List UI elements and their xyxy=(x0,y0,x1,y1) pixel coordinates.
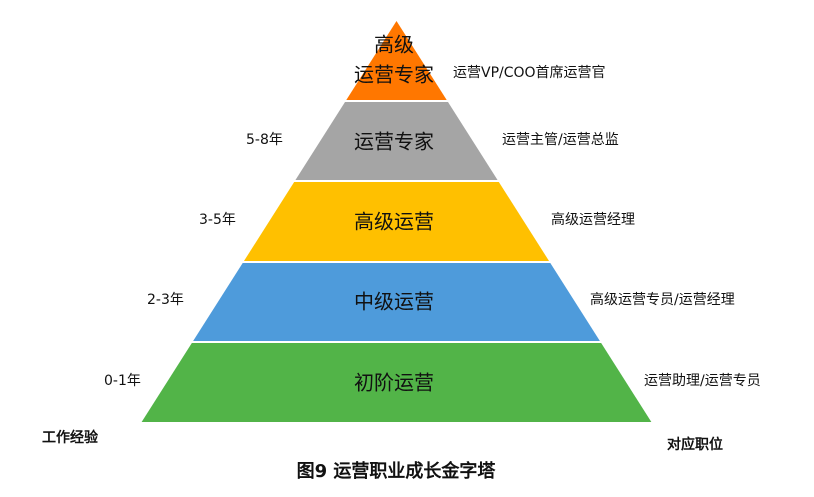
experience-level-4: 2-3年 xyxy=(147,292,184,308)
pyramid-level-3 xyxy=(243,182,550,261)
level-2-label: 运营专家 xyxy=(354,129,434,154)
level-4-label: 中级运营 xyxy=(354,289,434,314)
figure-caption: 图9 运营职业成长金字塔 xyxy=(296,461,496,482)
experience-level-5: 0-1年 xyxy=(104,373,141,389)
position-level-1: 运营VP/COO首席运营官 xyxy=(453,65,606,81)
experience-axis-title: 工作经验 xyxy=(42,430,98,446)
position-level-4: 高级运营专员/运营经理 xyxy=(590,292,735,308)
level-5-label: 初阶运营 xyxy=(354,370,434,395)
level-1-label-line2: 运营专家 xyxy=(354,62,434,87)
pyramid-level-5 xyxy=(141,343,652,422)
pyramid-level-2 xyxy=(295,102,498,180)
position-level-5: 运营助理/运营专员 xyxy=(644,373,761,389)
position-level-2: 运营主管/运营总监 xyxy=(502,132,619,148)
pyramid-level-4 xyxy=(193,263,600,341)
level-1-label-line1: 高级 xyxy=(374,32,414,57)
pyramid-level-1 xyxy=(346,21,447,100)
experience-level-2: 5-8年 xyxy=(246,132,283,148)
level-3-label: 高级运营 xyxy=(354,209,434,234)
position-axis-title: 对应职位 xyxy=(667,437,723,453)
experience-level-3: 3-5年 xyxy=(199,212,236,228)
position-level-3: 高级运营经理 xyxy=(551,212,635,228)
